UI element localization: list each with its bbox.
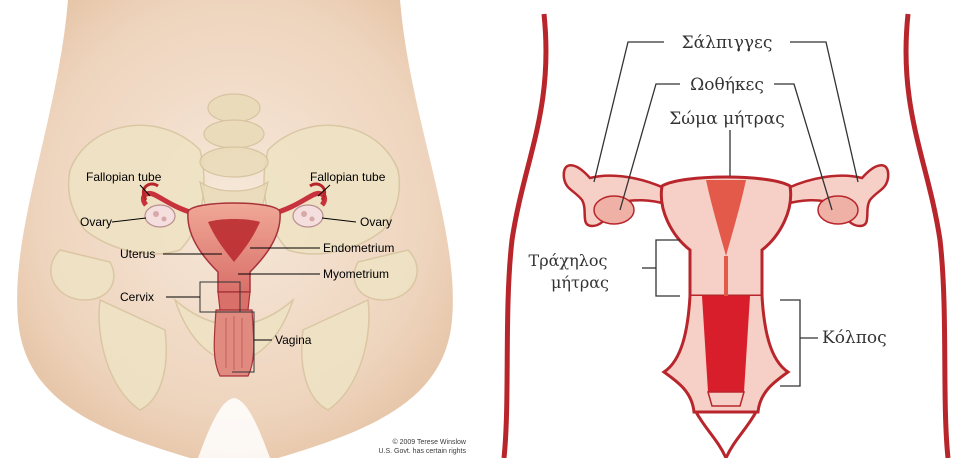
label-ovary-left: Ovary	[80, 215, 112, 229]
label-vagina: Vagina	[275, 333, 312, 347]
label-cervix-line1-gr: Τράχηλος	[529, 251, 608, 270]
greek-anatomy-svg: Σάλπιγγες Ωοθήκες Σώμα μήτρας Τράχηλος μ…	[482, 0, 976, 458]
body-outline-left	[504, 14, 546, 458]
credit-line-1: © 2009 Terese Winslow	[392, 438, 466, 446]
english-anatomy-illustration: Fallopian tube Fallopian tube Ovary Ovar…	[0, 0, 468, 458]
label-cervix-line2-gr: μήτρας	[551, 273, 609, 292]
label-ovaries-gr: Ωοθήκες	[690, 75, 764, 95]
label-fallopian-tubes-gr: Σάλπιγγες	[682, 33, 773, 53]
label-fallopian-tube-left: Fallopian tube	[86, 170, 162, 184]
label-fallopian-tube-right: Fallopian tube	[310, 170, 386, 184]
label-uterus-body-gr: Σώμα μήτρας	[669, 109, 784, 129]
label-vagina-gr: Κόλπος	[822, 328, 887, 348]
label-cervix: Cervix	[120, 290, 154, 304]
english-anatomy-svg: Fallopian tube Fallopian tube Ovary Ovar…	[0, 0, 468, 458]
label-ovary-right: Ovary	[360, 215, 392, 229]
label-myometrium: Myometrium	[323, 267, 389, 281]
body-outline-right	[906, 14, 948, 458]
credit-line-2: U.S. Govt. has certain rights	[378, 448, 466, 455]
ovary-right-shape	[293, 205, 323, 227]
label-endometrium: Endometrium	[323, 241, 394, 255]
uterus-outline	[564, 165, 888, 458]
greek-anatomy-diagram: Σάλπιγγες Ωοθήκες Σώμα μήτρας Τράχηλος μ…	[482, 0, 976, 458]
ovary-left-shape	[145, 205, 175, 227]
label-uterus: Uterus	[120, 247, 155, 261]
